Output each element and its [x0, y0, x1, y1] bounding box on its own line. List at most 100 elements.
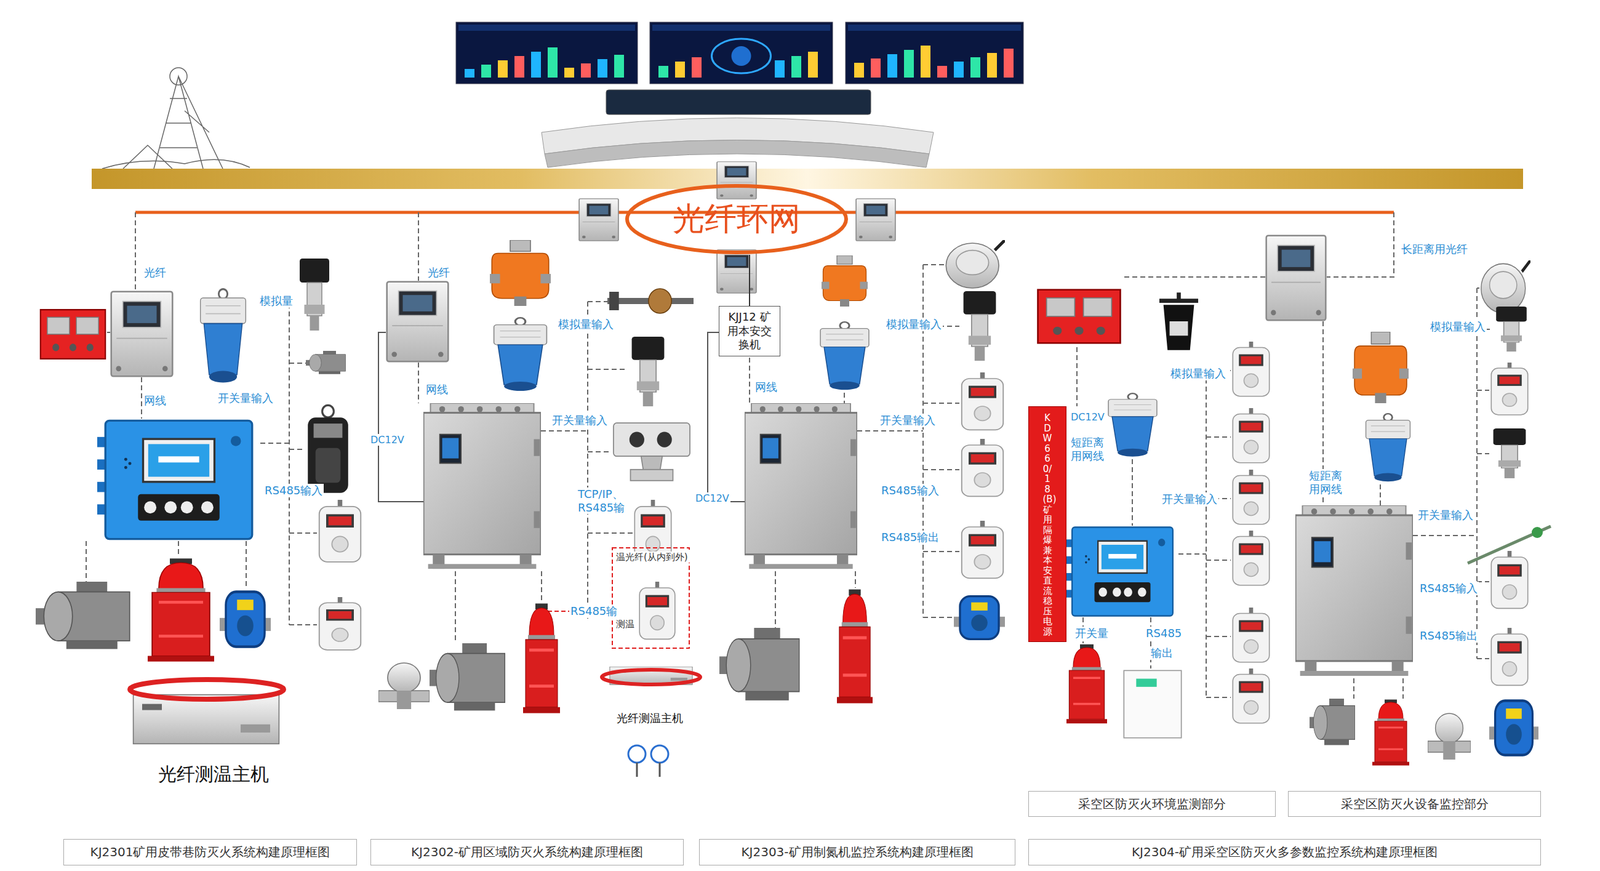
- meth-device: [1108, 393, 1157, 457]
- cab-device: [1295, 505, 1413, 676]
- dashed-wire: [289, 532, 317, 534]
- monitor-screen: [456, 22, 638, 84]
- signal-label: 网线: [142, 393, 168, 408]
- dev-device: [35, 581, 130, 649]
- label-text: 模拟量输入: [1430, 320, 1486, 334]
- label-text: RS485输出: [1419, 628, 1478, 643]
- monitor-bar: [904, 49, 914, 78]
- signal-label: 开关量输入: [1160, 492, 1219, 506]
- label-text: 开关量输入: [1161, 492, 1218, 506]
- press-device: [1493, 428, 1527, 479]
- dashed-wire: [1402, 678, 1404, 699]
- signal-label: 开关量: [1073, 626, 1110, 640]
- sw-device: [716, 249, 757, 293]
- signal-label: 输出: [1149, 646, 1175, 660]
- label-text: 光纤测温主机: [158, 763, 269, 786]
- signal-label: RS485输出: [1418, 628, 1479, 643]
- monitor-bar: [887, 54, 898, 78]
- round-device: [1481, 260, 1531, 314]
- dashed-wire: [1476, 288, 1478, 659]
- probe-loop: [628, 745, 646, 763]
- monitor-bar: [953, 61, 964, 78]
- label-text: 模拟量输入: [558, 317, 614, 332]
- node-text: KJ2301矿用皮带巷防灭火系统构建原理框图: [90, 843, 331, 861]
- signal-label: DC12V: [694, 492, 731, 504]
- dashed-wire: [1206, 696, 1231, 698]
- probe-tip: [636, 762, 660, 777]
- dashed-wire: [923, 264, 944, 266]
- label-text: 开关量输入: [880, 413, 936, 428]
- sw-device: [579, 198, 619, 241]
- dashed-wire: [1206, 436, 1231, 438]
- monitor-bar: [870, 58, 881, 78]
- power-wire: [707, 332, 745, 502]
- press-device: [963, 291, 997, 361]
- dashed-wire: [540, 430, 588, 432]
- label-text: 光纤: [427, 265, 450, 280]
- dev-device: [305, 350, 346, 375]
- node-text: KJ2304-矿用采空区防灭火多参数监控系统构建原理框图: [1131, 843, 1438, 861]
- label-text: DC12V: [695, 492, 730, 504]
- dashed-wire: [1076, 347, 1078, 407]
- signal-label: 模拟量输入: [884, 317, 943, 332]
- valve-device: [1427, 713, 1471, 760]
- cab-device: [423, 403, 541, 569]
- rod-head: [1531, 526, 1543, 538]
- dashed-wire: [854, 571, 856, 588]
- dashed-wire: [85, 540, 87, 582]
- label-text: 网线: [755, 380, 778, 394]
- gold-band: [91, 168, 1524, 189]
- label-text: TCP/IP、RS485输: [577, 487, 629, 514]
- dashed-wire: [540, 571, 543, 602]
- sw-device: [387, 281, 449, 362]
- signal-label: RS485输入: [1418, 581, 1479, 596]
- exbox-device: [953, 596, 1005, 640]
- dashed-wire: [1476, 452, 1490, 455]
- label-text: 温光纤(从内到外): [616, 551, 689, 563]
- monitor-bar: [774, 60, 785, 78]
- caption-box: 采空区防灭火环境监测部分: [1028, 790, 1276, 817]
- blue-device: [97, 420, 253, 539]
- monitor-header: [848, 24, 1021, 31]
- rack-device: [133, 694, 280, 744]
- ground-line: [102, 159, 250, 169]
- signal-label: 光纤测温主机: [156, 763, 271, 786]
- ring-ellipse: [627, 185, 847, 253]
- power-supply-bar: KDW660/18(B)矿用隔爆兼本安直流稳压电源: [1028, 406, 1067, 642]
- label-text: RS485输出: [881, 530, 940, 544]
- label-text: 输出: [1150, 646, 1173, 660]
- alarm-device: [836, 589, 873, 704]
- exbox-device: [219, 591, 271, 647]
- node-text: KJ2303-矿用制氮机监控系统构建原理框图: [740, 843, 973, 861]
- label-text: 长距离用光纤: [1401, 242, 1468, 256]
- label-text: 测温: [616, 618, 635, 630]
- fiber-coil: [601, 669, 701, 685]
- label-text: 开关量: [1075, 626, 1109, 640]
- dashed-wire: [1150, 617, 1152, 669]
- console-screens: [606, 89, 871, 115]
- label-text: DC12V: [1070, 411, 1105, 423]
- dashed-wire: [1206, 635, 1231, 637]
- dashed-wire: [245, 540, 247, 587]
- temperature-fiber-box: [612, 547, 690, 648]
- signal-label: 开关量输入: [878, 413, 937, 428]
- dashed-wire: [587, 300, 608, 303]
- disp-device: [1232, 408, 1269, 463]
- label-text: RS485: [1145, 626, 1182, 640]
- signal-label: 模拟量输入: [1428, 320, 1487, 334]
- round-device: [945, 240, 1005, 288]
- node-text: KDW660/18(B)矿用隔爆兼本安直流稳压电源: [1043, 412, 1053, 637]
- label-text: 开关量输入: [552, 413, 608, 428]
- caption-box: KJ2302-矿用区域防灭火系统构建原理框图: [370, 838, 684, 866]
- monitor-header: [458, 24, 636, 31]
- monitor-bar: [547, 47, 558, 78]
- signal-label: RS485输入: [263, 483, 324, 498]
- label-text: RS485输入: [264, 483, 323, 498]
- caption-box: 采空区防灭火设备监控部分: [1288, 790, 1541, 817]
- orange-device: [821, 255, 868, 307]
- dashed-wire: [454, 571, 456, 644]
- orange-device: [489, 240, 551, 306]
- monitor-bar: [481, 64, 492, 78]
